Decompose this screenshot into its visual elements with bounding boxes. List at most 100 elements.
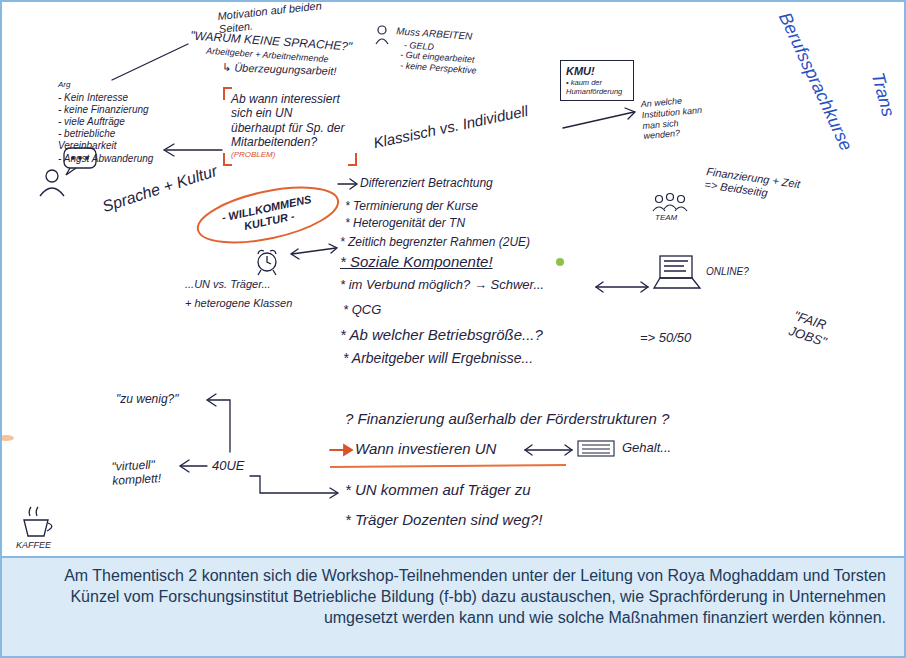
handwritten-note: * Soziale Komponente! <box>340 253 493 271</box>
handwritten-note: * im Verbund möglich? → Schwer... <box>340 277 544 293</box>
handwritten-note: - viele Aufträge <box>58 116 125 128</box>
clock-icon <box>258 253 276 271</box>
clock-icon <box>258 250 264 254</box>
money-icon <box>578 441 614 456</box>
person-icon <box>376 39 388 44</box>
node-text: Ab wann interessiert sich ein UN überhau… <box>231 92 349 150</box>
coffee-cup <box>24 520 48 536</box>
handwritten-note: * Träger Dozenten sind weg?! <box>345 511 542 529</box>
leader-line <box>112 44 648 498</box>
handwritten-note: 40UE <box>212 458 245 474</box>
handwritten-note: Sprache + Kultur <box>100 161 220 216</box>
clock-icon <box>270 250 276 254</box>
handwritten-note: Trans <box>866 70 898 119</box>
handwritten-note: TEAM <box>655 213 677 223</box>
person-icon <box>378 26 386 34</box>
node-subtext: • kaum der Humanförderung <box>566 78 628 96</box>
ellipse-outline <box>193 177 343 253</box>
handwritten-note: * QCG <box>343 302 381 318</box>
leader-line <box>291 249 299 259</box>
laptop-icon <box>654 278 700 288</box>
problem-box: Ab wann interessiert sich ein UN überhau… <box>222 86 358 167</box>
circled-topic: - WILLKOMMENS KULTUR - <box>191 175 344 255</box>
clock-icon <box>258 270 276 275</box>
laptop-icon <box>664 261 688 271</box>
handwritten-note: * UN kommen auf Träger zu <box>345 481 531 499</box>
leader-line <box>565 445 572 455</box>
handwritten-note: Klassisch vs. Individuell <box>372 102 530 152</box>
bracket-outline <box>224 88 356 165</box>
team-icon <box>667 194 674 201</box>
handwritten-note: - betriebliche Vereinbarkeit <box>58 128 150 152</box>
figure-caption: Am Thementisch 2 konnten sich die Worksh… <box>40 566 886 628</box>
handwritten-note: * Terminierung der Kurse <box>345 199 478 213</box>
note-box: KMU!• kaum der Humanförderung <box>560 60 634 101</box>
caption-band: Am Thementisch 2 konnten sich die Worksh… <box>0 556 906 658</box>
handwritten-note: - Angst Abwanderung <box>58 153 153 165</box>
leader-line <box>112 44 188 80</box>
person-icon <box>376 26 388 44</box>
handwritten-note: * Zeitlich begrenzter Rahmen (2UE) <box>340 235 530 249</box>
coffee-cup <box>29 507 38 516</box>
green-dot <box>556 258 564 266</box>
team-icon <box>653 205 687 211</box>
leader-line <box>625 108 635 119</box>
leader-line <box>250 476 337 493</box>
leader-line <box>181 465 207 466</box>
leader-line <box>330 488 338 498</box>
handwritten-note: "FAIR JOBS" <box>787 308 863 359</box>
leader-line <box>329 244 337 253</box>
whiteboard: Ab wann interessiert sich ein UN überhau… <box>0 0 906 556</box>
handwritten-note: => 50/50 <box>640 330 691 346</box>
money-icon <box>582 445 610 453</box>
laptop-icon <box>654 256 700 288</box>
leader-line <box>596 286 648 287</box>
leader-line <box>338 183 356 184</box>
node-subtext: (PROBLEM) <box>231 150 349 160</box>
marker-smudge <box>0 435 14 441</box>
leader-line <box>164 144 174 156</box>
handwritten-note: * Heterogenität der TN <box>345 216 465 230</box>
red-arrow <box>330 445 352 455</box>
handwritten-note: ? Finanzierung außerhalb der Förderstruk… <box>345 410 669 428</box>
clock-icon <box>258 250 276 275</box>
leader-line <box>166 149 222 150</box>
team-icon <box>678 196 685 203</box>
marker-smudge <box>0 435 14 441</box>
green-dot <box>556 258 564 266</box>
leader-line <box>525 445 532 455</box>
handwritten-note: Differenziert Betrachtung <box>360 176 493 190</box>
handwritten-note: - Kein Interesse <box>58 92 128 104</box>
handwritten-note: + heterogene Klassen <box>185 297 292 310</box>
speaker-icon <box>46 170 58 182</box>
leader-line <box>180 460 189 472</box>
handwritten-note: ONLINE? <box>706 266 749 278</box>
handwritten-note: "virtuell" komplett! <box>111 456 178 488</box>
team-icon <box>656 196 663 203</box>
leader-line <box>641 282 648 292</box>
speaker-icon <box>66 168 76 175</box>
leader-line <box>207 394 216 406</box>
leader-line <box>350 179 357 189</box>
handwritten-note: * Ab welcher Betriebsgröße...? <box>340 326 543 344</box>
leader-line <box>208 400 230 452</box>
handwritten-note: KAFFEE <box>16 540 51 551</box>
handwritten-note: ↳ Überzeugungsarbeit! <box>222 61 337 78</box>
leader-line <box>525 449 572 450</box>
clock-icon <box>267 256 271 264</box>
node-text: KMU! <box>566 65 628 78</box>
laptop-icon <box>660 256 692 278</box>
handwritten-note: Gehalt... <box>622 440 671 456</box>
speaker-icon <box>40 188 64 196</box>
leader-line <box>563 112 634 128</box>
leader-line <box>596 282 603 292</box>
handwritten-note: ...UN vs. Träger... <box>185 278 271 291</box>
handwritten-note: * Arbeitgeber will Ergebnisse... <box>343 350 533 367</box>
handwritten-note: Berufssprachkurse <box>774 9 857 154</box>
handwritten-note: - keine Finanzierung <box>58 104 149 116</box>
coffee-cup <box>47 523 52 531</box>
coffee-cup <box>24 507 52 536</box>
underline <box>330 465 566 467</box>
handwritten-note: Finanzierung + Zeit => Beidseitig <box>704 165 807 205</box>
underline <box>330 465 566 467</box>
